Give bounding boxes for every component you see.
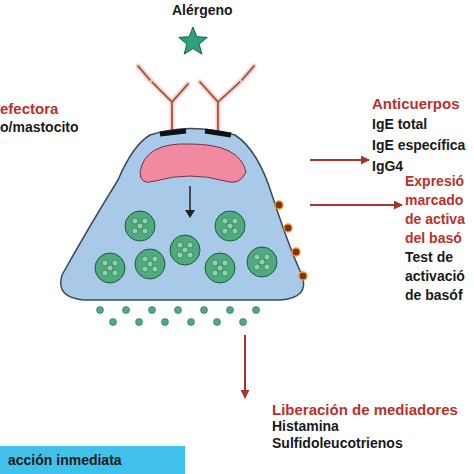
granule-dot [222,260,228,266]
granule-dot [217,265,223,271]
released-mediator [253,307,260,314]
granule-dot [177,252,183,258]
granule-dot [142,266,148,272]
group-heading: Anticuerpos [372,93,472,114]
granule-dot [152,256,158,262]
granule [135,249,165,279]
antibody-group: AnticuerposIgE totalIgE específicaIgG4 [372,93,472,177]
antibody [200,80,242,132]
receptor [205,131,231,135]
released-mediator [240,319,247,326]
released-mediator [201,307,208,314]
cell-label: efectora [0,100,58,117]
granule-dot [264,254,270,260]
granule-dot [227,223,233,229]
granule-dot [264,264,270,270]
group-item: Histamina [272,418,472,435]
allergen-star [179,27,208,54]
reaction-band: acción inmediata [0,446,185,474]
cell-label: o/mastocito [0,119,79,135]
granule-dot [187,252,193,258]
released-mediator [162,319,169,326]
granule-dot [132,228,138,234]
granule-dot [142,218,148,224]
granule-dot [232,228,238,234]
antibody [138,66,254,80]
group-item: IgE específica [372,135,472,156]
signal-arrow [189,186,191,212]
released-mediator [227,307,234,314]
granule-dot [222,228,228,234]
granule [247,247,277,277]
activation-group: Expresió marcado de activa del basóTest … [405,172,471,305]
antibody [200,80,242,132]
granule [170,235,200,265]
allergen-label: Alérgeno [172,2,233,18]
granule-dot [102,260,108,266]
released-mediator [175,307,182,314]
antibody [150,80,188,132]
granule-dot [254,254,260,260]
granule-dot [212,270,218,276]
released-mediator [97,307,104,314]
effector-cell: efectorao/mastocito [55,20,310,335]
granule-dot [152,266,158,272]
granule-dot [222,218,228,224]
granule-dot [142,256,148,262]
cell-illustration [55,20,310,335]
granule-dot [112,260,118,266]
granule-dot [232,218,238,224]
activation-marker [299,272,307,280]
antibody [150,80,188,132]
released-mediator [110,319,117,326]
released-mediator [123,307,130,314]
granule [205,253,235,283]
group-heading: Liberación de mediadores [272,401,472,418]
arrow-connector [310,204,402,206]
band-text: acción inmediata [8,452,177,468]
granule [95,253,125,283]
activation-marker [284,224,292,232]
granule-dot [259,259,265,265]
granule-dot [112,270,118,276]
granule-dot [137,223,143,229]
mediator-group: Liberación de mediadoresHistaminaSulfido… [272,401,472,452]
activation-marker [292,248,300,256]
group-item: IgE total [372,114,472,135]
granule-dot [177,242,183,248]
granule-dot [222,270,228,276]
released-mediator [188,319,195,326]
cell-body [61,129,304,301]
signal-arrow-head [185,210,195,218]
granule [125,211,155,241]
group-item: Test de activació de basóf [405,248,471,305]
granule-dot [132,218,138,224]
nucleus [140,144,246,182]
granule-dot [142,228,148,234]
granule-dot [147,261,153,267]
activation-marker [275,201,283,209]
arrow-connector [310,159,369,161]
granule [215,211,245,241]
granule-dot [102,270,108,276]
released-mediator [136,319,143,326]
receptor [160,131,186,134]
group-item: Sulfidoleucotrienos [272,435,472,452]
granule-dot [182,247,188,253]
granule-dot [254,264,260,270]
arrow-connector [244,335,246,398]
released-mediator [149,307,156,314]
granule-dot [107,265,113,271]
granule-dot [187,242,193,248]
group-heading: Expresió marcado de activa del basó [405,172,471,248]
released-mediator [214,319,221,326]
antibody [138,66,254,80]
granule-dot [212,260,218,266]
